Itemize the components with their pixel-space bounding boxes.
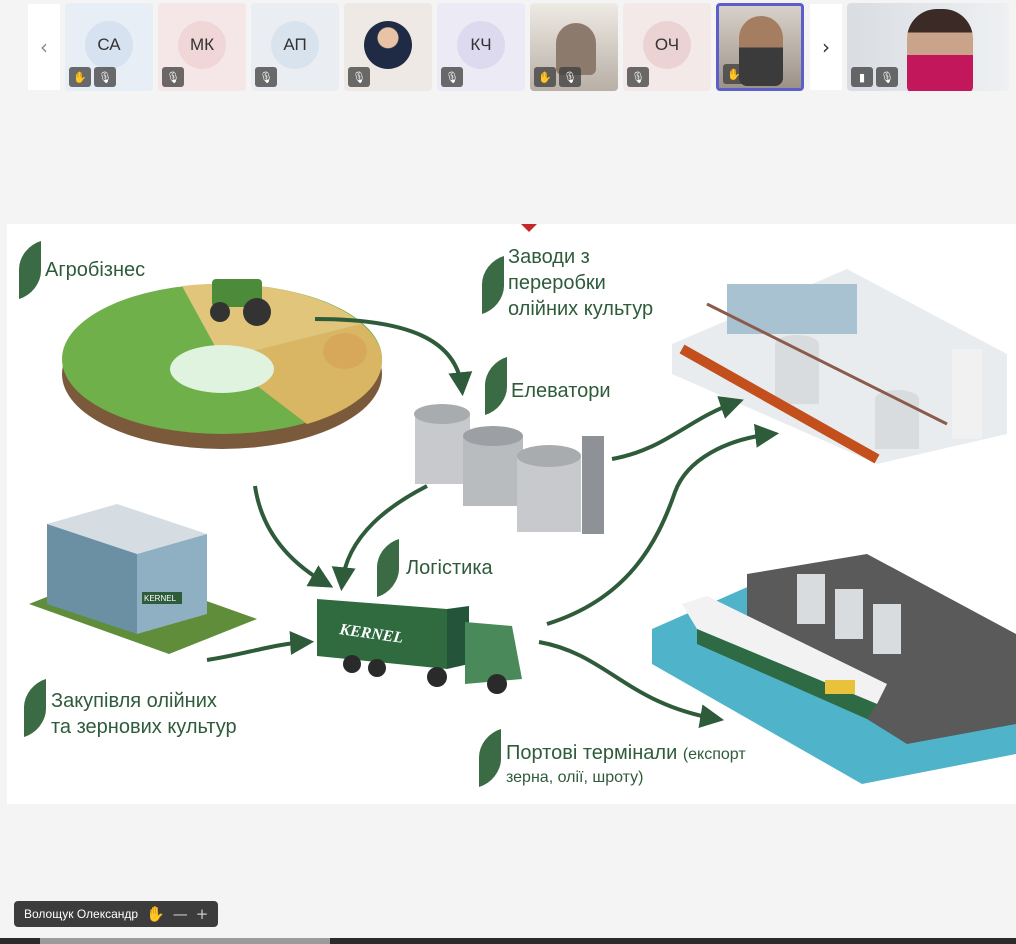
label-ports-line1: Портові термінали (експорт [506,740,746,768]
label-logistics: Логістика [406,557,493,579]
arrow-elevators-to-logistics [331,484,428,592]
participant-tile[interactable]: 🎙 [344,3,432,91]
label-plants-line3: олійних культур [508,298,654,320]
chevron-right-icon: › [822,35,830,59]
presenter-name: Волощук Олександр [24,907,139,921]
avatar-photo [364,21,412,69]
label-plants-line2: переробки [508,272,606,294]
slide-graphics: KERNEL KERNEL [29,224,1016,784]
arrow-agro-to-elevators [314,317,473,397]
avatar: СА [85,21,133,69]
arrow-logistics-to-plants [546,423,780,626]
hand-icon: ✋ [723,64,745,84]
shared-slide: KERNEL KERNEL [7,224,1016,804]
participant-tile[interactable]: АП 🎙 [251,3,339,91]
participant-video-tile-active[interactable]: ✋ [716,3,804,91]
office-building-illustration: KERNEL [29,504,257,654]
scroll-left-button[interactable]: ‹ [28,4,60,90]
label-purchase-line2: та зернових культур [51,716,237,738]
zoom-in-button[interactable]: + [195,905,209,923]
video-person [907,9,973,91]
label-ports-title: Портові термінали [506,742,678,764]
building-sign: KERNEL [144,594,177,603]
mic-off-icon: 🎙 [162,67,184,87]
label-purchase-line1: Закупівля олійних [51,690,217,712]
mic-off-icon: 🎙 [255,67,277,87]
chevron-left-icon: ‹ [40,35,48,59]
participant-tile[interactable]: МК 🎙 [158,3,246,91]
mic-off-icon: 🎙 [876,67,898,87]
participant-tile[interactable]: ОЧ 🎙 [623,3,711,91]
hand-icon: ✋ [146,905,165,923]
video-person [556,23,596,75]
video-person [739,16,783,86]
participant-tile[interactable]: СА ✋🎙 [65,3,153,91]
mic-off-icon: 🎙 [348,67,370,87]
hand-icon: ✋ [69,67,91,87]
mic-off-icon: 🎙 [559,67,581,87]
arrow-logistics-to-ports [538,640,725,729]
label-ports-paren: (експорт [682,746,746,763]
label-plants-line1: Заводи з [508,246,590,268]
label-elevators: Елеватори [511,380,611,402]
bottom-scrollbar[interactable] [0,938,1016,944]
scrollbar-thumb[interactable] [40,938,330,944]
processing-plant-illustration [672,269,1007,464]
arrow-elevators-to-plants [611,396,744,461]
mic-off-icon: 🎙 [441,67,463,87]
label-agrobusiness: Агробізнес [45,259,146,281]
truck-illustration: KERNEL [317,599,522,694]
avatar: ОЧ [643,21,691,69]
mic-off-icon: 🎙 [627,67,649,87]
zoom-out-button[interactable]: — [172,905,188,923]
mic-off-icon: 🎙 [94,67,116,87]
avatar: КЧ [457,21,505,69]
participant-strip: ‹ СА ✋🎙 МК 🎙 АП 🎙 🎙 КЧ 🎙 ✋🎙 ОЧ 🎙 ✋ › ▮🎙 [0,0,1016,100]
port-terminal-illustration [652,554,1016,784]
arrow-purchase-to-logistics [206,630,315,662]
presenter-video-tile[interactable]: ▮🎙 [847,3,1009,91]
hand-icon: ✋ [534,67,556,87]
farm-illustration [62,279,383,449]
elevator-illustration [414,404,604,534]
avatar: АП [271,21,319,69]
participant-video-tile[interactable]: ✋🎙 [530,3,618,91]
scroll-right-button[interactable]: › [810,4,842,90]
presenter-name-pill: Волощук Олександр ✋ — + [14,901,219,927]
participant-tile[interactable]: КЧ 🎙 [437,3,525,91]
signal-icon: ▮ [851,67,873,87]
label-ports-line2: зерна, олії, шроту) [506,769,644,786]
arrow-agro-to-logistics [253,485,334,588]
tractor [210,279,271,326]
red-marker [521,224,537,232]
avatar: МК [178,21,226,69]
